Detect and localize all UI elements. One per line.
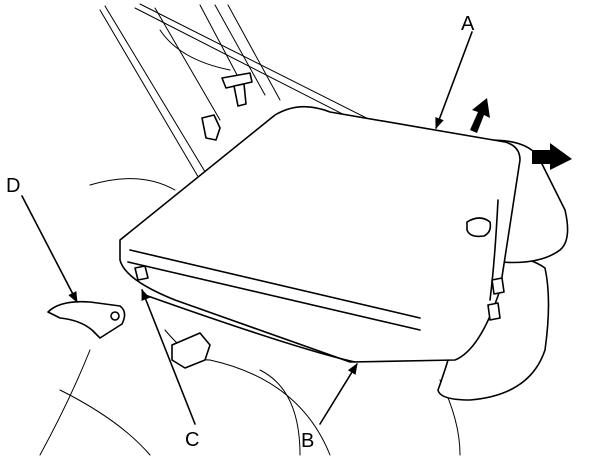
seat-latch-hook xyxy=(47,300,126,339)
callout-label-d: D xyxy=(6,175,20,197)
belt-anchor-bolt xyxy=(221,72,253,107)
callout-label-b: B xyxy=(301,430,314,452)
rail-bracket xyxy=(171,332,211,369)
body-clip xyxy=(201,114,221,141)
seat-rail-bolts xyxy=(487,277,505,321)
callout-leaders xyxy=(21,31,473,425)
removal-direction-arrows xyxy=(470,98,572,170)
callout-label-a: A xyxy=(461,13,475,35)
seat-cushion xyxy=(119,105,521,363)
callout-label-c: C xyxy=(185,429,199,451)
